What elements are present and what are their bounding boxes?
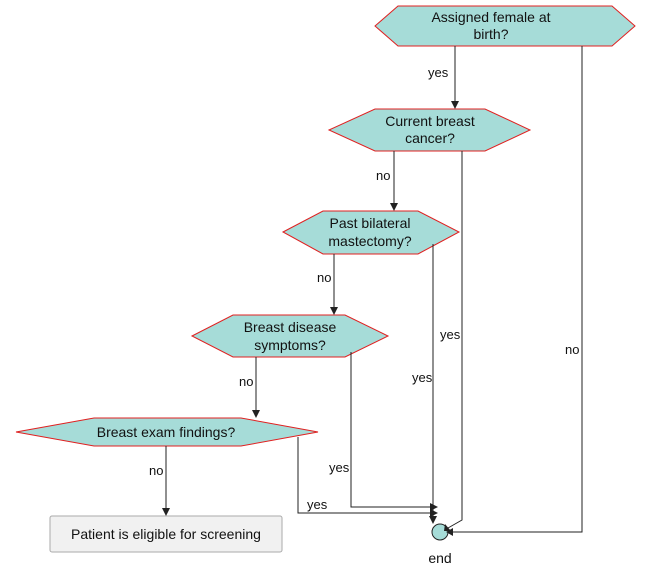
- arrowhead: [162, 508, 170, 516]
- edge-female-yes-label: yes: [428, 65, 449, 80]
- decision-breast-symptoms: Breast disease symptoms?: [190, 314, 390, 358]
- arrowhead: [451, 101, 459, 109]
- edge-exam-no-label: no: [149, 463, 163, 478]
- decision-current-cancer-label-2: cancer?: [405, 130, 455, 146]
- arrowhead: [390, 203, 398, 211]
- decision-past-mastectomy-label-1: Past bilateral: [330, 215, 411, 231]
- decision-past-mastectomy-shape: [281, 210, 461, 255]
- edge-exam-yes: yes: [297, 437, 438, 517]
- decision-breast-symptoms-label-2: symptoms?: [254, 337, 326, 353]
- decision-past-mastectomy-label-2: mastectomy?: [328, 233, 411, 249]
- outcome-eligible: Patient is eligible for screening: [49, 515, 283, 553]
- edge-mastectomy-no-label: no: [317, 270, 331, 285]
- edge-cancer-no-label: no: [376, 168, 390, 183]
- edge-mastectomy-yes-label: yes: [412, 370, 433, 385]
- decision-breast-exam: Breast exam findings?: [15, 417, 319, 447]
- decision-assigned-female-label-2: birth?: [473, 26, 508, 42]
- edge-female-yes: yes: [428, 46, 459, 109]
- arrowhead: [429, 516, 437, 524]
- arrowhead: [446, 528, 453, 536]
- edge-female-no: no: [446, 46, 583, 536]
- decision-breast-exam-label: Breast exam findings?: [97, 424, 236, 440]
- end-label: end: [428, 550, 451, 566]
- arrowhead: [252, 410, 260, 418]
- arrowhead: [430, 509, 438, 517]
- edge-exam-yes-label: yes: [307, 497, 328, 512]
- decision-assigned-female-label-1: Assigned female at: [431, 9, 550, 25]
- arrowhead: [330, 307, 338, 315]
- decision-current-cancer-label-1: Current breast: [385, 113, 475, 129]
- edge-cancer-no: no: [376, 151, 398, 211]
- edge-symptoms-no-label: no: [239, 374, 253, 389]
- decision-current-cancer-shape: [327, 108, 532, 152]
- edge-exam-no: no: [149, 446, 170, 516]
- decision-past-mastectomy: Past bilateral mastectomy?: [281, 210, 461, 255]
- edge-cancer-yes: yes: [440, 151, 463, 531]
- arrowhead: [444, 524, 451, 531]
- edge-symptoms-yes: yes: [329, 352, 438, 511]
- decision-assigned-female: Assigned female at birth?: [374, 5, 636, 47]
- decision-breast-symptoms-shape: [190, 314, 390, 358]
- edge-mastectomy-yes: yes: [412, 244, 437, 524]
- decision-breast-exam-shape: [15, 417, 319, 447]
- edge-female-no-label: no: [565, 342, 579, 357]
- outcome-eligible-label: Patient is eligible for screening: [71, 526, 261, 542]
- decision-current-cancer: Current breast cancer?: [327, 108, 532, 152]
- edge-symptoms-yes-label: yes: [329, 460, 350, 475]
- edge-cancer-yes-label: yes: [440, 327, 461, 342]
- decision-breast-symptoms-label-1: Breast disease: [244, 319, 337, 335]
- arrowhead: [430, 503, 438, 511]
- edge-symptoms-no: no: [239, 357, 260, 418]
- edge-mastectomy-no: no: [317, 254, 338, 315]
- decision-assigned-female-shape: [374, 5, 636, 47]
